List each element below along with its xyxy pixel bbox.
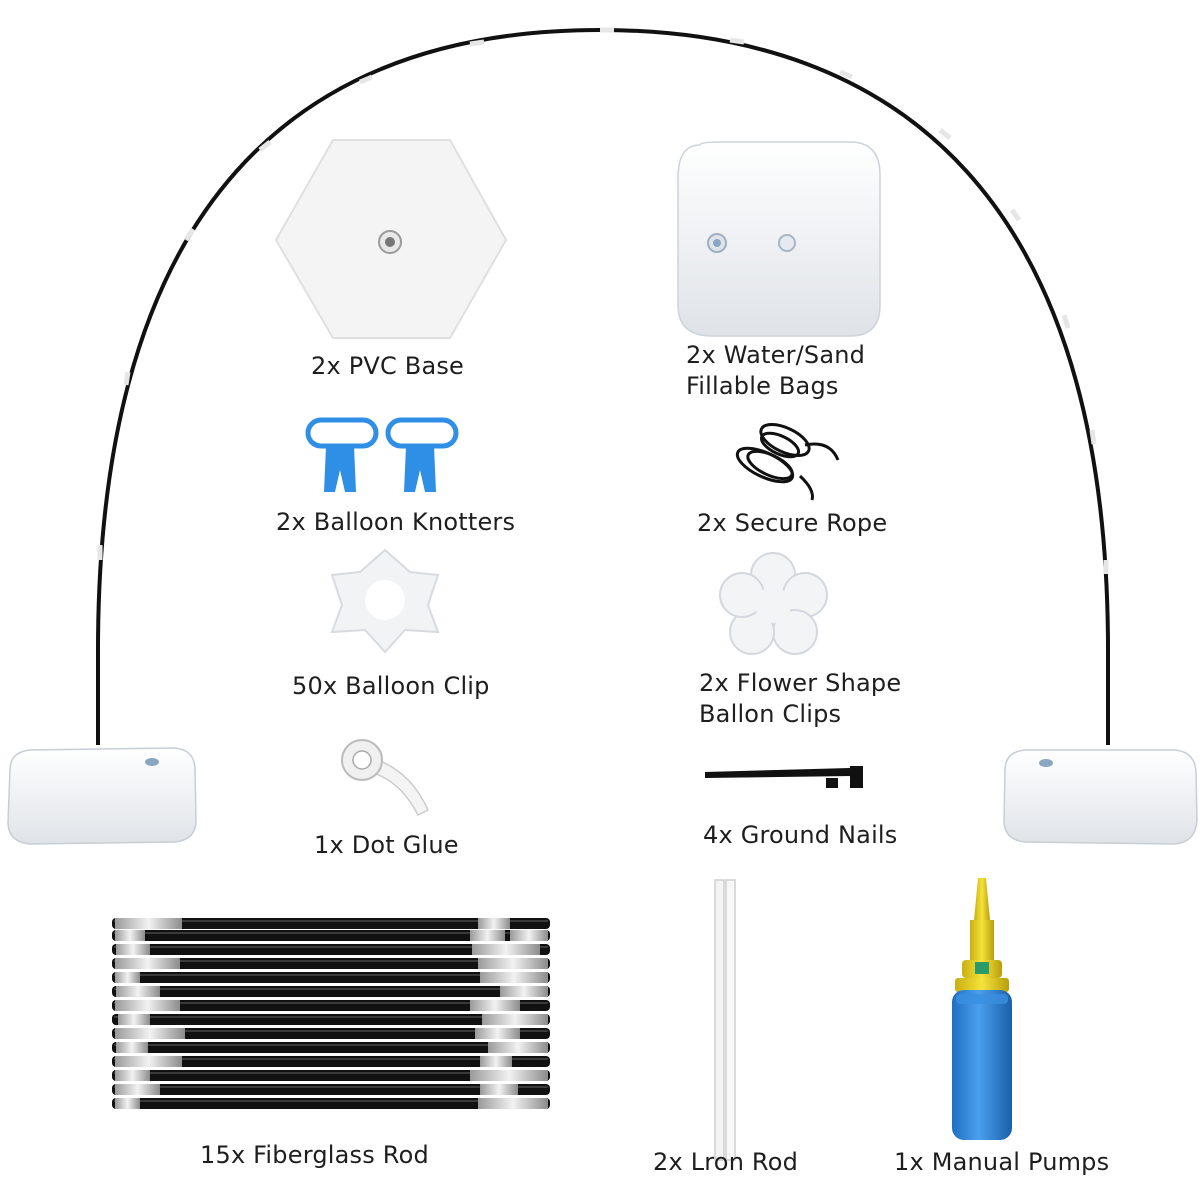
fiberglass-rod-highlight xyxy=(114,1044,548,1046)
fiberglass-rod-highlight xyxy=(114,960,548,962)
fiberglass-rod-highlight xyxy=(114,1016,548,1018)
label-water-sand-bags: 2x Water/Sand Fillable Bags xyxy=(686,340,865,402)
fiberglass-rod-connector xyxy=(115,1084,160,1095)
fiberglass-rod-highlight xyxy=(114,932,548,934)
fiberglass-rod-connector xyxy=(115,1070,150,1081)
iron-rods xyxy=(714,879,736,1161)
fiberglass-rod-highlight xyxy=(114,974,548,976)
arch-base-bag-left xyxy=(7,747,197,845)
fiberglass-rod-connector xyxy=(115,918,182,929)
fiberglass-rod-connector xyxy=(115,1028,185,1039)
label-balloon-clip: 50x Balloon Clip xyxy=(292,672,490,700)
fiberglass-rod-connector xyxy=(115,972,140,983)
label-flower-clips-line1: 2x Flower Shape xyxy=(699,669,902,697)
label-dot-glue: 1x Dot Glue xyxy=(314,831,459,859)
fiberglass-rod-connector xyxy=(510,930,548,941)
label-pvc-base: 2x PVC Base xyxy=(311,352,465,380)
balloon-arch xyxy=(95,27,1111,745)
fiberglass-rod-connector xyxy=(115,1000,180,1011)
label-flower-clips: 2x Flower Shape Ballon Clips xyxy=(699,668,901,730)
label-balloon-knotters: 2x Balloon Knotters xyxy=(276,508,516,536)
fiberglass-rod-connector xyxy=(115,1098,140,1109)
manual-pump xyxy=(952,878,1012,1140)
label-secure-rope: 2x Secure Rope xyxy=(697,509,888,537)
fiberglass-rod-connector xyxy=(478,958,548,969)
balloon-knotters xyxy=(305,417,459,492)
fiberglass-rod-highlight xyxy=(114,1100,548,1102)
label-manual-pumps: 1x Manual Pumps xyxy=(894,1148,1110,1176)
fiberglass-rod-connector xyxy=(482,1014,548,1025)
fiberglass-rod-segment xyxy=(112,986,550,997)
fiberglass-rod-connector xyxy=(470,930,505,941)
label-iron-rod: 2x Lron Rod xyxy=(653,1148,799,1176)
secure-rope xyxy=(735,423,840,501)
fiberglass-rod-highlight xyxy=(114,1002,548,1004)
fiberglass-rod-highlight xyxy=(114,946,548,948)
pvc-base-hexagon xyxy=(274,139,508,339)
fiberglass-rod-connector xyxy=(118,1014,150,1025)
label-fiberglass-rod: 15x Fiberglass Rod xyxy=(200,1141,429,1169)
fiberglass-rod-connector xyxy=(480,1084,518,1095)
fiberglass-rod-connector xyxy=(500,986,548,997)
fiberglass-rod-connector xyxy=(115,958,180,969)
label-water-sand-bags-line1: 2x Water/Sand xyxy=(686,341,866,369)
label-ground-nails: 4x Ground Nails xyxy=(703,821,898,849)
fiberglass-rod-highlight xyxy=(114,1086,548,1088)
label-flower-clips-line2: Ballon Clips xyxy=(699,700,842,728)
fiberglass-rod-connector xyxy=(478,1098,548,1109)
fiberglass-rod-connector xyxy=(480,1056,512,1067)
fiberglass-rods xyxy=(112,918,550,1109)
fiberglass-rod-connector xyxy=(472,944,540,955)
fiberglass-rod-segment xyxy=(112,1042,550,1053)
arch-base-bag-right xyxy=(1003,749,1198,845)
fiberglass-rod-connector xyxy=(115,930,145,941)
label-water-sand-bags-line2: Fillable Bags xyxy=(686,372,839,400)
dot-glue-roll xyxy=(341,739,429,817)
flower-shape-clip xyxy=(719,552,828,655)
fiberglass-rod-connector xyxy=(470,1070,548,1081)
fiberglass-rod-highlight xyxy=(114,1030,548,1032)
fiberglass-rod-connector xyxy=(116,1042,148,1053)
water-sand-bag xyxy=(677,141,881,337)
fiberglass-rod-highlight xyxy=(114,1058,548,1060)
ground-nail xyxy=(705,766,863,788)
fiberglass-rod-connector xyxy=(116,986,160,997)
fiberglass-rod-highlight xyxy=(114,920,548,922)
fiberglass-rod-connector xyxy=(480,972,548,983)
fiberglass-rod-connector xyxy=(470,1000,520,1011)
fiberglass-rod-highlight xyxy=(114,988,548,990)
fiberglass-rod-connector xyxy=(478,918,510,929)
fiberglass-rod-connector xyxy=(475,1028,520,1039)
fiberglass-rod-connector xyxy=(488,1042,548,1053)
fiberglass-rod-connector xyxy=(116,944,150,955)
balloon-clip xyxy=(330,548,440,654)
fiberglass-rod-connector xyxy=(115,1056,182,1067)
fiberglass-rod-highlight xyxy=(114,1072,548,1074)
